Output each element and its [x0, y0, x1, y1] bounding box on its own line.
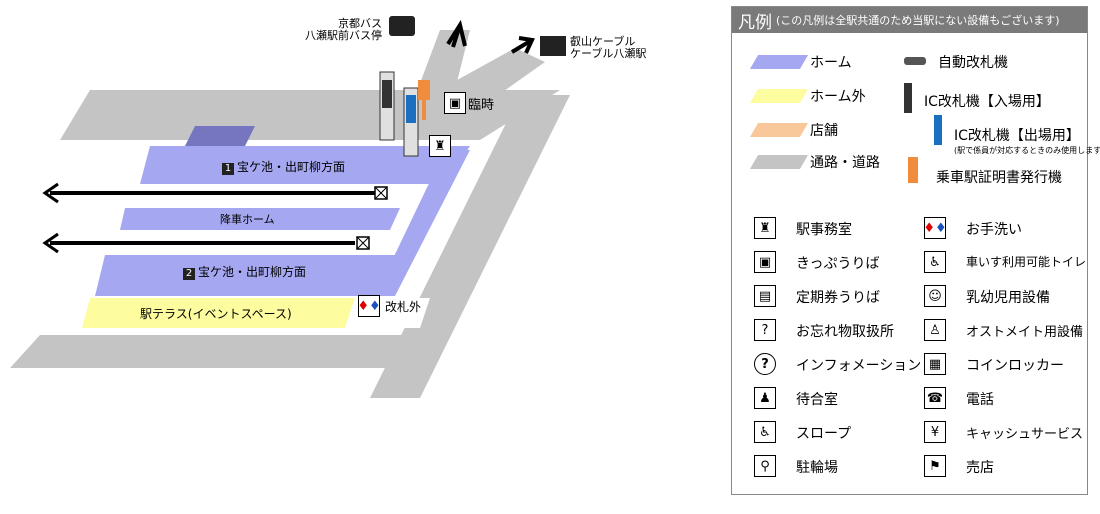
arrow-to-cable-icon: [510, 36, 535, 54]
cable-car-icon: [540, 36, 566, 56]
coin-locker-icon: ▦: [924, 353, 946, 375]
swatch-outside-platform: [749, 89, 809, 103]
ticket-office-icon: ▣: [444, 92, 466, 114]
arrow-to-bus-icon: [446, 19, 467, 48]
swatch-walkway: [749, 155, 809, 169]
legend-header: 凡例 (この凡例は全駅共通のため当駅にない設備もございます): [732, 7, 1087, 33]
legend-area-outside: ホーム外: [810, 89, 866, 105]
ticket-office-icon: ▣: [754, 251, 776, 273]
legend-waiting-room: 待合室: [796, 392, 838, 408]
legend-panel: 凡例 (この凡例は全駅共通のため当駅にない設備もございます) ホーム ホーム外 …: [731, 6, 1100, 495]
legend-telephone: 電話: [966, 392, 994, 408]
arrival-platform-label: 降車ホーム: [220, 213, 275, 226]
ticket-office-label: 臨時: [468, 98, 495, 113]
ic-exit-icon: [934, 115, 942, 145]
legend-cash-service: キャッシュサービス: [966, 427, 1084, 442]
legend-baby-facility: 乳幼児用設備: [966, 290, 1050, 306]
station-office-icon: ♜: [754, 217, 776, 239]
legend-auto-gate: 自動改札機: [938, 55, 1008, 71]
legend-ic-exit: IC改札機【出場用】: [954, 128, 1080, 144]
legend-ostomate: オストメイト用設備: [966, 325, 1084, 340]
waiting-room-icon: ♟: [754, 387, 776, 409]
track-2-arrow: [42, 232, 59, 254]
shop-icon: ⚑: [924, 455, 946, 477]
platform-upper-extra: [185, 126, 255, 146]
legend-shop: 売店: [966, 460, 994, 476]
ostomate-icon: ♙: [924, 319, 946, 341]
legend-commuter-pass: 定期券うりば: [796, 290, 880, 306]
lost-property-icon: ?: [754, 319, 776, 341]
terrace-shape: [82, 298, 355, 328]
bicycle-parking-icon: ⚲: [754, 455, 776, 477]
wheelchair-toilet-icon: ♿: [924, 251, 946, 273]
toilet-icon: ♦♦: [357, 295, 381, 317]
certificate-machine-icon: [418, 80, 430, 100]
legend-note: (この凡例は全駅共通のため当駅にない設備もございます): [776, 14, 1060, 27]
legend-ticket-office: きっぷうりば: [796, 256, 880, 272]
arrival-platform-shape: [120, 208, 400, 230]
swatch-platform: [749, 55, 809, 69]
station-office-icon: ♜: [429, 135, 451, 157]
swatch-shop: [749, 123, 809, 137]
legend-title: 凡例: [738, 12, 772, 33]
telephone-icon: ☎: [924, 387, 946, 409]
commuter-pass-icon: ▤: [754, 285, 776, 307]
legend-certificate: 乗車駅証明書発行機: [936, 170, 1062, 186]
legend-coin-locker: コインロッカー: [966, 358, 1064, 374]
legend-toilet: お手洗い: [966, 222, 1022, 238]
cable-car-label: 叡山ケーブル ケーブル八瀬駅: [570, 35, 647, 60]
toilet-icon: ♦♦: [923, 217, 947, 239]
legend-area-platform: ホーム: [810, 55, 852, 71]
platform-connector: [375, 150, 470, 296]
platform-2-shape: [95, 255, 395, 296]
station-map-drawing: [10, 19, 570, 398]
legend-area-shop: 店舗: [810, 123, 838, 139]
legend-lost-property: お忘れ物取扱所: [796, 324, 894, 340]
terrace-label: 駅テラス(イベントスペース): [140, 307, 292, 321]
information-icon: ?: [754, 353, 776, 375]
walkway-lower: [10, 335, 440, 368]
auto-gate-icon: [904, 57, 926, 65]
legend-slope: スロープ: [796, 426, 852, 442]
slope-icon: ♿: [754, 421, 776, 443]
legend-ic-entry: IC改札機【入場用】: [924, 94, 1050, 110]
bus-icon: [389, 16, 415, 36]
ic-entry-icon: [904, 83, 912, 113]
legend-station-office: 駅事務室: [796, 222, 852, 238]
legend-ic-exit-note: (駅で係員が対応するときのみ使用します): [954, 146, 1100, 155]
legend-information: インフォメーション: [796, 358, 922, 374]
legend-bicycle-parking: 駐輪場: [796, 460, 838, 476]
legend-wheelchair-toilet: 車いす利用可能トイレ: [966, 255, 1087, 269]
baby-facility-icon: ☺: [924, 285, 946, 307]
bus-stop-label: 京都バス 八瀬駅前バス停: [305, 17, 382, 42]
cash-service-icon: ¥: [924, 421, 946, 443]
track-1-arrow: [42, 182, 59, 204]
toilet-outside-label: 改札外: [385, 300, 422, 314]
certificate-icon: [908, 157, 918, 183]
legend-area-walkway: 通路・道路: [810, 155, 880, 171]
